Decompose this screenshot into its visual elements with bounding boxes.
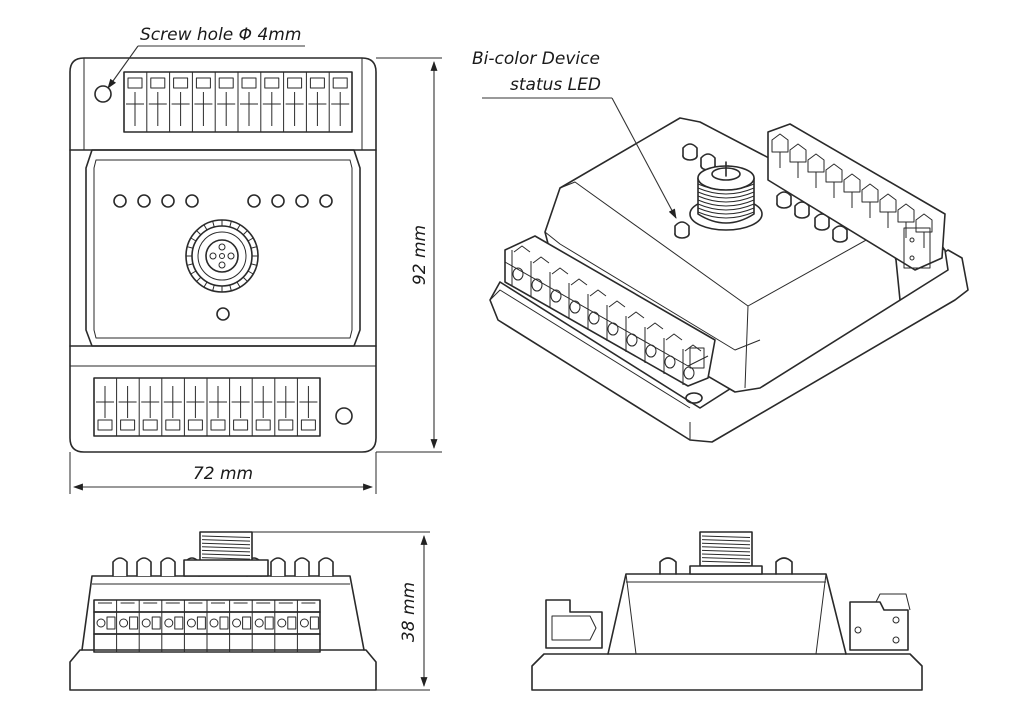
terminal-slot [142, 419, 158, 431]
led-callout: Bi-color Device status LED [472, 49, 677, 219]
terminal-screw [254, 618, 264, 628]
led-circle [185, 194, 199, 208]
led-circle [295, 194, 309, 208]
terminal-block-top [123, 71, 353, 133]
terminal-slot [278, 419, 294, 431]
terminal-slot [210, 419, 226, 431]
top-view [69, 57, 377, 453]
m12-connector-icon [185, 219, 259, 293]
led-circle [161, 194, 175, 208]
front-connector [183, 531, 269, 577]
terminal-slot [332, 77, 348, 89]
terminal-screw [277, 618, 287, 628]
terminal-slot [255, 419, 271, 431]
terminal-slot [309, 77, 325, 89]
terminal-screw [607, 322, 619, 336]
side-view [531, 531, 923, 691]
led-circle [318, 557, 334, 577]
front-view [69, 531, 377, 691]
terminal-screw [588, 311, 600, 325]
terminal-screw [683, 366, 695, 380]
led-circle [136, 557, 152, 577]
terminal-slot [241, 77, 257, 89]
status-led [216, 307, 230, 321]
led-row [113, 194, 333, 208]
dimension-height: 92 mm [376, 57, 442, 453]
led-circle [294, 557, 310, 577]
terminal-slot [218, 77, 234, 89]
terminal-slot [187, 419, 203, 431]
dimension-depth: 38 mm [252, 531, 430, 691]
terminal-screw [531, 278, 543, 292]
terminal-slot [120, 419, 136, 431]
screw-hole [335, 407, 353, 425]
screw-hole-label: Screw hole Φ 4mm [140, 25, 301, 45]
terminal-slot [173, 77, 189, 89]
terminal-screw [232, 618, 242, 628]
terminal-screw [626, 333, 638, 347]
terminal-screw [664, 355, 676, 369]
height-label: 92 mm [410, 225, 430, 285]
terminal-screw [299, 618, 309, 628]
led-circle [137, 194, 151, 208]
terminal-screw [550, 289, 562, 303]
terminal-screw [512, 267, 524, 281]
led-circle [113, 194, 127, 208]
terminal-slot [195, 77, 211, 89]
terminal-screw [119, 618, 129, 628]
iso-terminal-block-front [504, 235, 716, 387]
terminal-slot [233, 419, 249, 431]
terminal-screw [209, 618, 219, 628]
terminal-slot [300, 419, 316, 431]
terminal-screw [645, 344, 657, 358]
terminal-slot [287, 77, 303, 89]
terminal-slot [97, 419, 113, 431]
terminal-slot [165, 419, 181, 431]
dimension-width: 72 mm [69, 452, 377, 494]
led-label-line2: status LED [510, 75, 601, 95]
led-circle [319, 194, 333, 208]
terminal-screw [164, 618, 174, 628]
led-circle [271, 194, 285, 208]
depth-label: 38 mm [399, 582, 419, 642]
terminal-block-bottom [93, 377, 321, 437]
led-circle [112, 557, 128, 577]
screw-hole-callout: Screw hole Φ 4mm [107, 25, 305, 89]
width-label: 72 mm [193, 464, 253, 484]
terminal-slot [264, 77, 280, 89]
terminal-screw [96, 618, 106, 628]
terminal-screw [569, 300, 581, 314]
terminal-slot [127, 77, 143, 89]
terminal-screw [186, 618, 196, 628]
led-circle [247, 194, 261, 208]
led-label-line1: Bi-color Device [472, 49, 600, 69]
iso-terminal-block-back [767, 123, 946, 271]
screw-hole [94, 85, 112, 103]
terminal-slot [150, 77, 166, 89]
isometric-view [489, 117, 969, 443]
led-circle [270, 557, 286, 577]
terminal-screw [141, 618, 151, 628]
led-circle [160, 557, 176, 577]
iso-connector [689, 161, 763, 231]
